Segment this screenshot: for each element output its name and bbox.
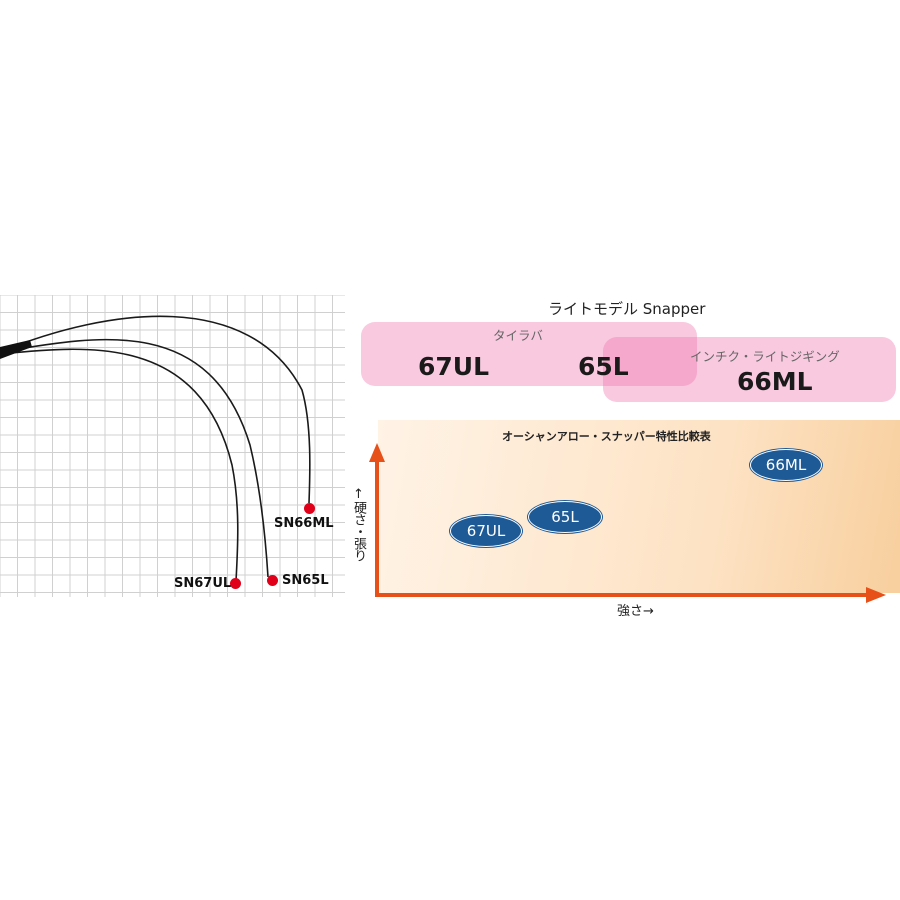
x-axis-label: 強さ→ <box>617 604 654 619</box>
model-pill-66ml: 66ML <box>750 449 822 481</box>
tip-dot-sn67ul <box>230 578 241 589</box>
tip-dot-sn66ml <box>304 503 315 514</box>
zone-model-65l: 65L <box>578 352 629 381</box>
rod-label-sn65l: SN65L <box>282 573 329 588</box>
rod-bend-diagram <box>0 294 345 597</box>
rod-curve-sn66ml <box>0 315 311 504</box>
y-axis-label: ↑硬さ・張り <box>351 487 366 561</box>
zone-tairaba <box>361 322 697 386</box>
zone-label-tairaba: タイラバ <box>493 328 543 343</box>
model-pill-67ul: 67UL <box>450 515 522 547</box>
zone-label-inchiku: インチク・ライトジギング <box>690 349 840 364</box>
rod-butt <box>0 340 32 359</box>
rod-label-sn67ul: SN67UL <box>174 576 232 591</box>
comparison-chart-title: オーシャンアロー・スナッパー特性比較表 <box>502 430 711 443</box>
tip-dot-sn65l <box>267 575 278 586</box>
rod-label-sn66ml: SN66ML <box>274 516 334 531</box>
zone-model-67ul: 67UL <box>418 352 490 381</box>
comparison-chart-area <box>378 420 900 593</box>
zone-inchiku-light-jigging <box>603 337 896 402</box>
bend-grid <box>0 294 345 597</box>
zone-model-66ml: 66ML <box>737 367 813 396</box>
page-title: ライトモデル Snapper <box>548 300 706 318</box>
model-pill-65l: 65L <box>528 501 602 533</box>
bend-grid-svg <box>0 294 345 597</box>
rod-curve-sn65l <box>0 338 269 578</box>
rod-curve-sn67ul <box>0 348 239 582</box>
